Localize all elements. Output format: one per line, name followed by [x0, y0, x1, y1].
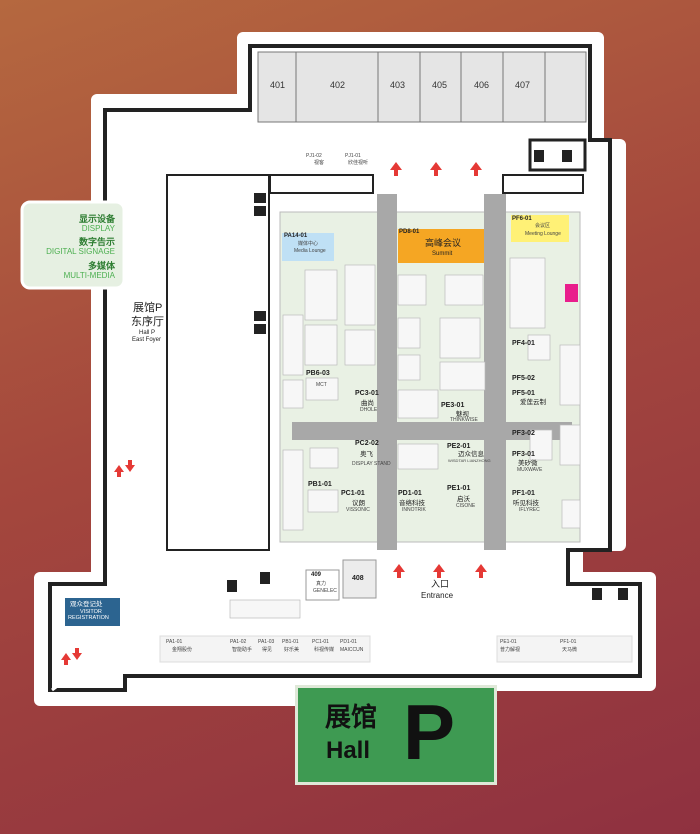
entrance-cn: 入口	[431, 579, 450, 589]
booth-408: 408	[352, 575, 364, 582]
meeting-id: PF6-01	[512, 216, 532, 222]
visitor-reg-en1: VISITOR	[80, 609, 102, 615]
booth-pc3-01-en: DHOLE	[360, 407, 378, 413]
booth-pe2-01-id: PE2-01	[447, 443, 471, 450]
bottom-booth-name: MAICCUN	[340, 647, 364, 653]
media-cn: 媒体中心	[298, 241, 319, 247]
entrance-en: Entrance	[421, 591, 454, 600]
booth-pe3-01-cn: 魅视	[456, 411, 469, 418]
booth-pj1-02-id: PJ1-02	[306, 153, 322, 159]
booth-pe1-01-id: PE1-01	[447, 485, 471, 492]
hall-title-letter: P	[403, 688, 456, 776]
bottom-booth-name: 好乐美	[284, 647, 300, 653]
media-id: PA14-01	[284, 233, 308, 239]
bottom-booth-id: PB1-01	[282, 639, 299, 645]
hall-title-en: Hall	[326, 737, 371, 764]
foyer-label-en1: Hall P	[139, 330, 156, 336]
booth-pf5-01-id: PF5-01	[512, 390, 535, 397]
bottom-booth-name: 金翔股份	[172, 647, 193, 653]
bottom-booth-id: PA1-02	[230, 639, 247, 645]
booth-pf5-02-id: PF5-02	[512, 375, 535, 382]
booth-pc1-01-cn: 议朗	[352, 500, 365, 507]
room-401: 401	[270, 80, 286, 90]
booth-pf1-01-cn: 听见科技	[513, 500, 539, 507]
bottom-booth-id: PC1-01	[312, 639, 329, 645]
booth-pf4-01-id: PF4-01	[512, 340, 535, 347]
legend-signage-cn: 数字告示	[78, 237, 115, 247]
booth-pj1-01-id: PJ1-01	[345, 153, 361, 159]
booth-pe1-01-en: CISONE	[456, 503, 476, 509]
booth-pd1-01-cn: 音络科技	[399, 500, 425, 507]
booth-pf3-01-en: MUXWAVE	[517, 467, 543, 473]
legend-multimedia-en: MULTI-MEDIA	[63, 271, 115, 280]
legend-display-en: DISPLAY	[81, 224, 115, 233]
bottom-booth-id: PE1-01	[500, 639, 517, 645]
booth-pc1-01-en: VISSONIC	[346, 507, 370, 513]
booth-409-en: GENELEC	[313, 588, 337, 594]
booth-pb6-03-id: PB6-03	[306, 370, 330, 377]
booth-pf1-01-en: IFLYREC	[519, 507, 540, 513]
bottom-booth-name: 智能助手	[232, 647, 253, 653]
booth-pf3-02-id: PF3-02	[512, 430, 535, 437]
booth-pe1-01-cn: 启沃	[457, 496, 470, 503]
booth-pe2-01-cn: 迈众信息	[458, 451, 484, 458]
summit-id: PD8-01	[399, 229, 420, 235]
foyer-label-cn2: 东序厅	[131, 316, 164, 328]
bottom-booth-id: PD1-01	[340, 639, 357, 645]
bottom-booth-id: PA1-01	[166, 639, 183, 645]
booth-pc2-02-id: PC2-02	[355, 440, 379, 447]
room-406: 406	[474, 80, 490, 90]
booth-pc2-02-en: DISPLAY STAND	[352, 461, 391, 467]
booth-pj1-01-name: 欣佳视听	[348, 160, 369, 166]
hall-title-cn: 展馆	[325, 702, 378, 732]
meeting-cn: 会议区	[535, 223, 551, 229]
booth-pc2-02-cn: 奥飞	[360, 451, 373, 458]
booth-pd1-01-id: PD1-01	[398, 490, 422, 497]
booth-pc3-01-cn: 曲尚	[361, 400, 374, 407]
booth-pe3-01-id: PE3-01	[441, 402, 465, 409]
booth-pc3-01-id: PC3-01	[355, 390, 379, 397]
booth-pc1-01-id: PC1-01	[341, 490, 365, 497]
hall-title-panel: 展馆 Hall P	[295, 685, 497, 785]
legend-multimedia-cn: 多媒体	[87, 261, 115, 271]
bottom-booth-id: PF1-01	[560, 639, 577, 645]
booth-409: 409	[311, 572, 322, 578]
booth-pj1-02-name: 视客	[314, 160, 325, 166]
room-407: 407	[515, 80, 531, 90]
bottom-booth-name: 科视传媒	[314, 647, 335, 653]
bottom-booth-name: 得见	[262, 647, 273, 653]
visitor-reg-en2: REGISTRATION	[68, 615, 109, 621]
room-403: 403	[390, 80, 406, 90]
booth-pf5-01-cn: 爱莲云制	[520, 399, 546, 406]
bottom-booth-id: PA1-03	[258, 639, 275, 645]
bottom-booth-name: 普力解视	[500, 647, 521, 653]
summit-cn: 高峰会议	[425, 238, 462, 248]
booth-pb1-01-id: PB1-01	[308, 481, 332, 488]
booth-pb6-03-cn: MCT	[316, 382, 327, 388]
room-402: 402	[330, 80, 346, 90]
legend-display-cn: 显示设备	[78, 214, 115, 224]
bottom-booth-name: 天马微	[562, 647, 578, 653]
booth-pd1-01-en: INNOTRIK	[402, 507, 426, 513]
booth-pe2-01-en: WISDTAR LIANZHONG	[448, 458, 491, 463]
foyer-label-en2: East Foyer	[132, 337, 162, 343]
foyer-label-cn1: 展馆P	[133, 302, 163, 314]
summit-en: Summit	[432, 251, 453, 257]
booth-pf3-01-id: PF3-01	[512, 451, 535, 458]
room-405: 405	[432, 80, 448, 90]
legend-signage-en: DIGITAL SIGNAGE	[46, 247, 115, 256]
media-en: Media Lounge	[294, 248, 326, 254]
booth-pf3-01-cn: 美矽微	[518, 460, 538, 467]
booth-409-cn: 真力	[316, 581, 327, 587]
visitor-reg-cn: 观众登记处	[70, 601, 103, 608]
booth-pe3-01-en: THINKWISE	[450, 417, 478, 423]
booth-pf1-01-id: PF1-01	[512, 490, 535, 497]
meeting-en: Meeting Lounge	[525, 231, 561, 237]
